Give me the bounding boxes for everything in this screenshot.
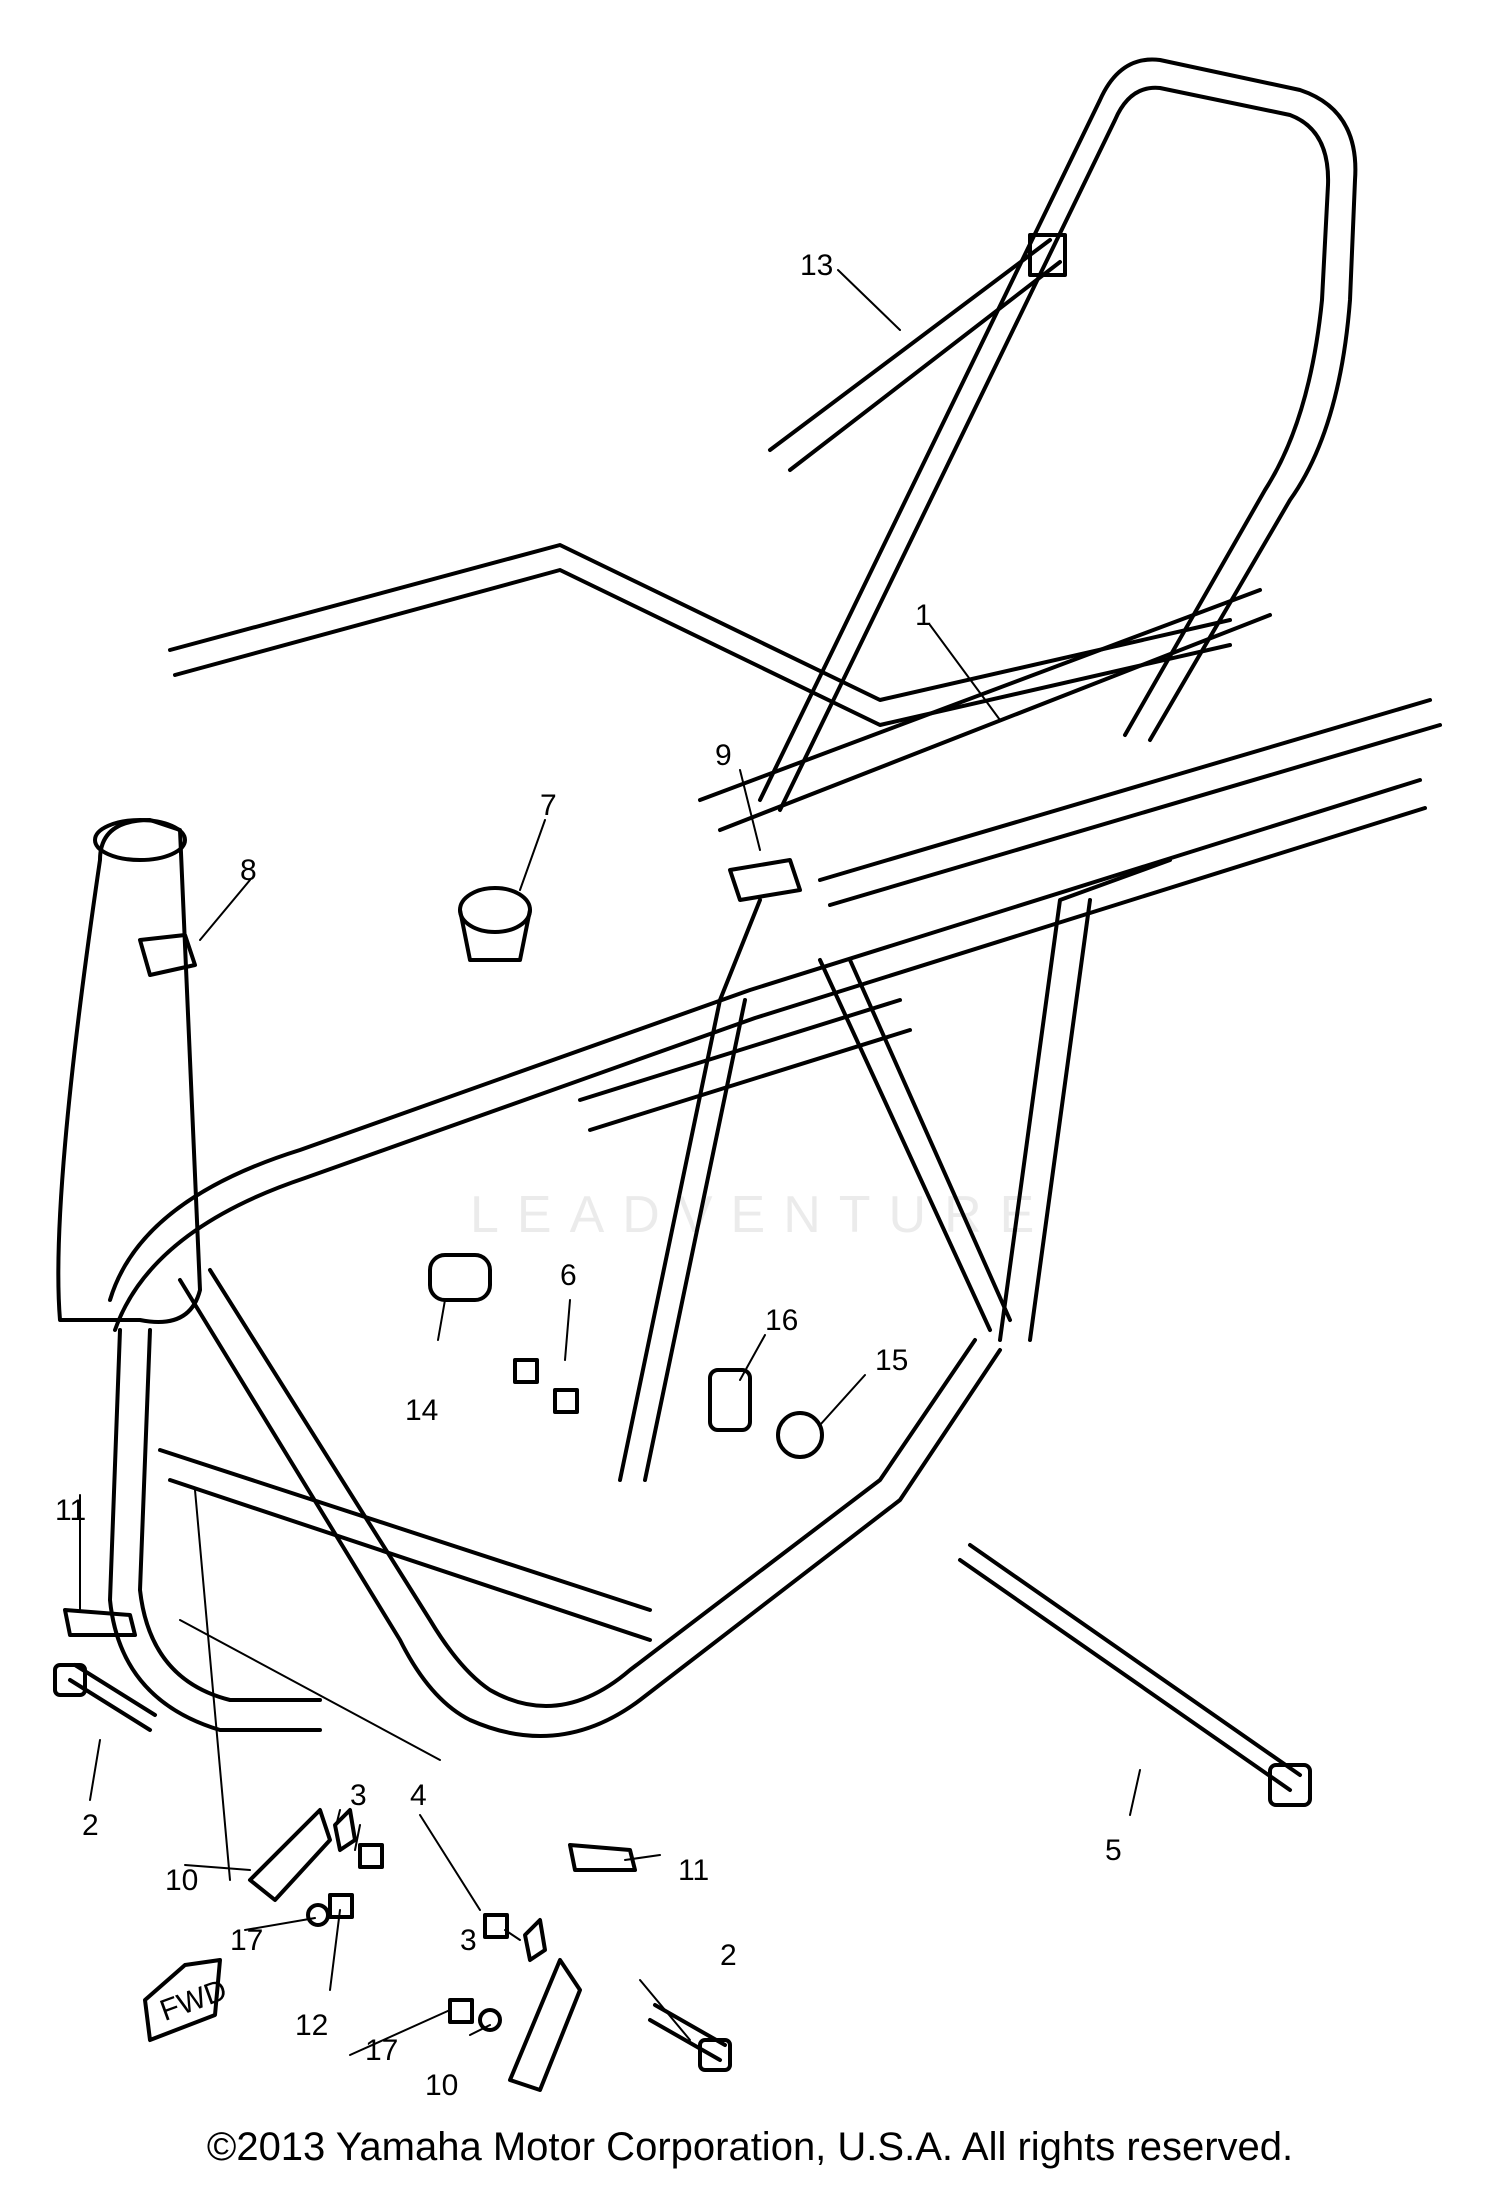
damper-7-body [458, 908, 532, 962]
grommet-15 [776, 1411, 824, 1459]
nut-4a [358, 1843, 384, 1869]
plate-3b [523, 1918, 547, 1962]
grab-rail-inner [778, 85, 1331, 812]
frame-top-tube-right [108, 778, 1422, 1302]
callout-4: 4 [410, 1779, 427, 1812]
mount-16 [708, 1368, 752, 1432]
pivot-bolt [958, 1543, 1302, 1792]
frame-bottom-rail [158, 1448, 652, 1642]
frame-rear-upright [998, 858, 1172, 1342]
grommet-14 [428, 1253, 492, 1302]
callout-17b: 17 [365, 2034, 398, 2067]
grab-rail [758, 57, 1358, 802]
mount-bolt-right [648, 2003, 727, 2062]
callout-1: 1 [915, 599, 932, 632]
callout-10b: 10 [425, 2069, 458, 2102]
mount-bolt-left [68, 1663, 157, 1732]
mount-bolt-left-head [53, 1663, 87, 1697]
plate-3a [333, 1808, 357, 1852]
copyright-notice: ©2013 Yamaha Motor Corporation, U.S.A. A… [206, 2125, 1294, 2169]
callout-12: 12 [295, 2009, 328, 2042]
callout-14: 14 [405, 1394, 438, 1427]
grab-rail-clamp [1028, 233, 1067, 277]
callout-3b: 3 [460, 1924, 477, 1957]
callout-6: 6 [560, 1259, 577, 1292]
steering-head [56, 818, 202, 1324]
collar-12b [448, 1998, 474, 2024]
frame-top-tube-left-2 [173, 568, 1232, 727]
callout-7: 7 [540, 789, 557, 822]
frame-cross-brace [818, 958, 1012, 1332]
watermark: LEADVENTURE [470, 1186, 1053, 1244]
callout-2b: 2 [720, 1939, 737, 1972]
washer-17a [306, 1903, 330, 1927]
frame-seat-rail-right [818, 698, 1442, 907]
leader-lines [79, 269, 1141, 2056]
damper-7 [458, 886, 532, 934]
frame-seat-rail [698, 588, 1272, 832]
collar-12 [328, 1893, 354, 1919]
callout-17a: 17 [230, 1924, 263, 1957]
frame-cradle [178, 1278, 1002, 1738]
bracket-11a [63, 1608, 137, 1637]
clamp-8 [138, 933, 197, 977]
callout-3a: 3 [350, 1779, 367, 1812]
frame-down-tube-left-2 [138, 1328, 322, 1702]
callout-10a: 10 [165, 1864, 198, 1897]
frame-center-cross [578, 998, 912, 1132]
washer-17b [478, 2008, 502, 2032]
nut-6b [553, 1388, 579, 1414]
frame-rear-down-tube [618, 898, 762, 1482]
callout-15: 15 [875, 1344, 908, 1377]
callout-11a: 11 [55, 1494, 86, 1527]
callout-11b: 11 [678, 1854, 709, 1887]
nut-6a [513, 1358, 539, 1384]
nut-4b [483, 1913, 509, 1939]
frame-top-tube-left [168, 543, 1232, 702]
callout-16: 16 [765, 1304, 798, 1337]
fwd-arrow-shape [143, 1958, 222, 2042]
grab-rail-brace [768, 238, 1062, 472]
callout-5: 5 [1105, 1834, 1122, 1867]
callout-2a: 2 [82, 1809, 99, 1842]
bush-9 [728, 858, 802, 902]
pivot-bolt-head [1268, 1763, 1312, 1807]
engine-bracket-right [508, 1958, 582, 2092]
callout-13: 13 [800, 249, 833, 282]
frame-cradle-2 [208, 1268, 977, 1708]
mount-bolt-right-head [698, 2038, 732, 2072]
callout-8: 8 [240, 854, 257, 887]
bracket-11b [568, 1843, 637, 1872]
frame-top-tube-right-2 [113, 806, 1427, 1332]
steering-head-top [93, 818, 187, 862]
engine-bracket-left [248, 1808, 332, 1902]
callout-9: 9 [715, 739, 732, 772]
